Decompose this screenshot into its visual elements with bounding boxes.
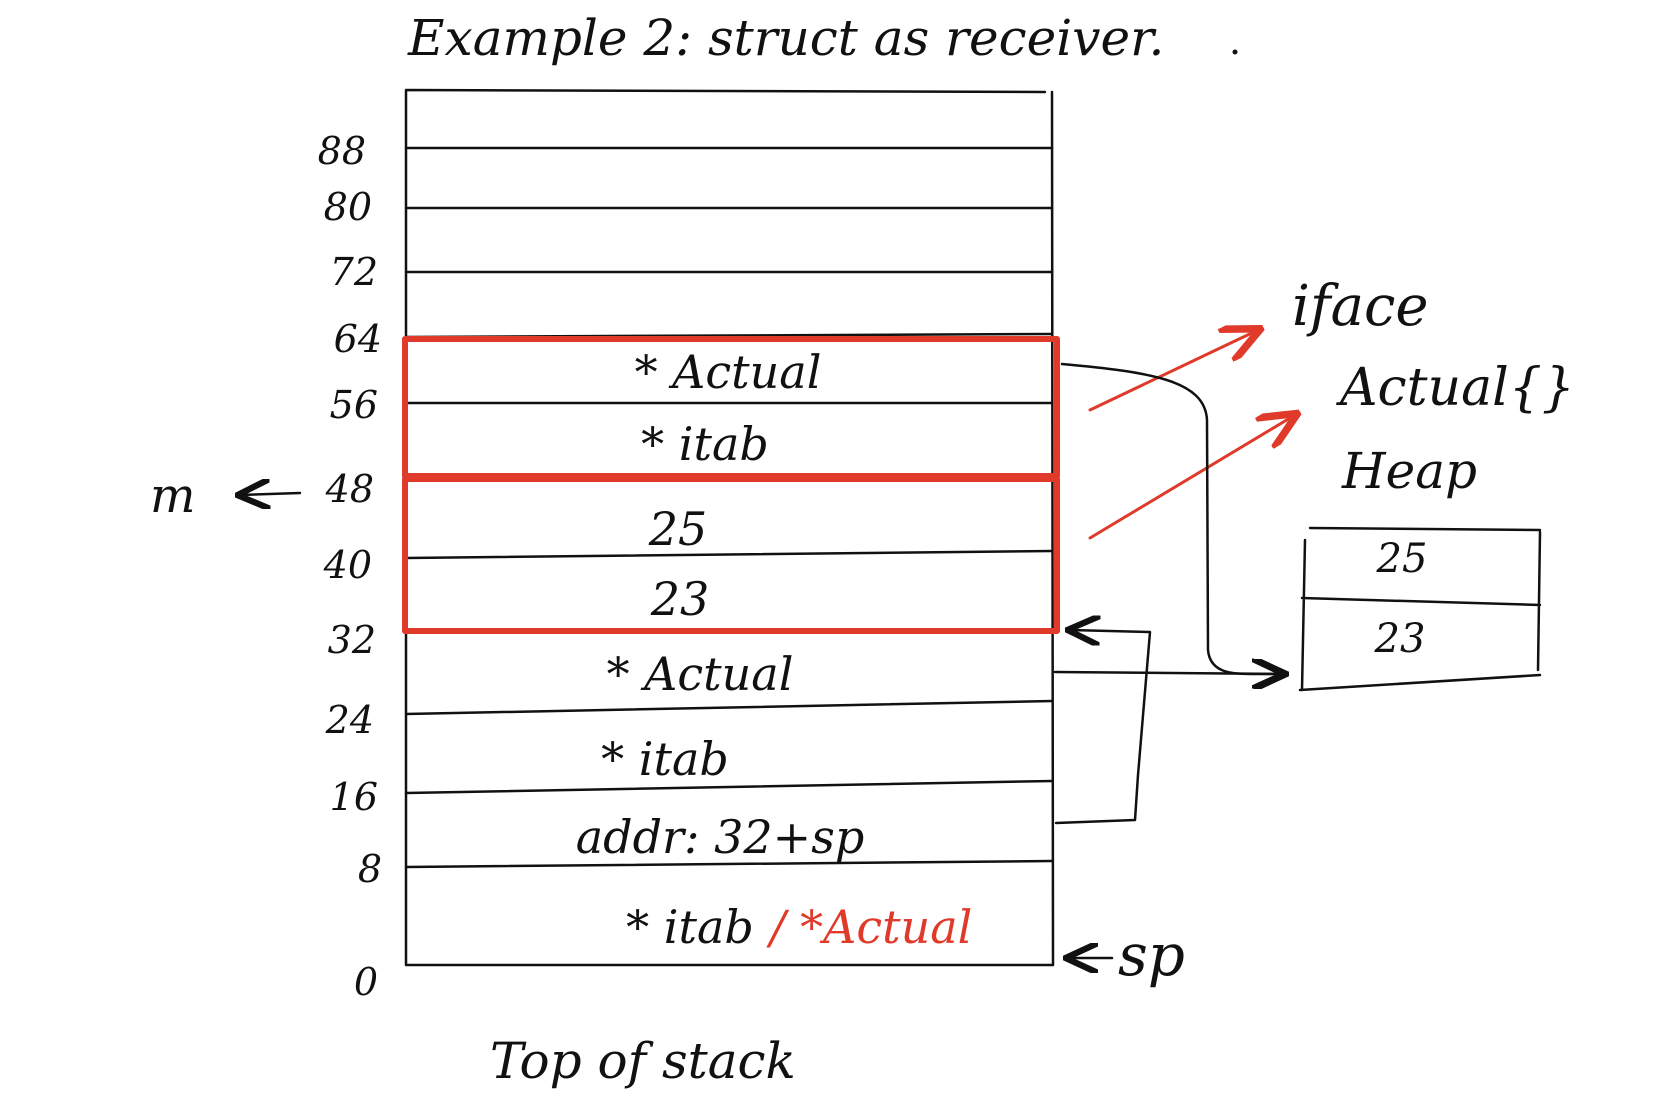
- cell-itab-ptr-iface: * itab: [641, 417, 769, 471]
- cell-addr: addr: 32+sp: [576, 810, 865, 864]
- m-arrow: [240, 493, 302, 495]
- actual-type-label: Actual{}: [1336, 358, 1575, 418]
- heap-cell-25: 25: [1376, 536, 1428, 582]
- offset-48: 48: [325, 467, 374, 511]
- offset-24: 24: [325, 698, 374, 742]
- title-dot: [1232, 49, 1238, 55]
- stack-row-separators: [404, 146, 1054, 869]
- offset-0: 0: [354, 960, 378, 1004]
- offset-56: 56: [330, 383, 378, 427]
- heap-label: Heap: [1341, 442, 1477, 500]
- offset-labels: 88 80 72 64 56 48 40 32 24 16 8 0: [318, 129, 382, 1004]
- stack-cells: * Actual * itab 25 23 * Actual * itab ad…: [576, 345, 865, 954]
- heap-cells: 25 23: [1374, 536, 1428, 662]
- red-arrow-to-actual: [1088, 415, 1295, 540]
- sp-label: sp: [1118, 921, 1185, 989]
- cell-actual-ptr: * Actual: [607, 647, 794, 701]
- offset-72: 72: [330, 250, 378, 294]
- offset-32: 32: [328, 618, 376, 662]
- offset-80: 80: [324, 185, 372, 229]
- cell-itab-bottom: * itab: [626, 900, 754, 954]
- pointer-addr-to-32: [1054, 630, 1152, 825]
- cell-itab-ptr: * itab: [601, 732, 729, 786]
- highlight-box-struct: [402, 476, 1060, 634]
- cell-25: 25: [648, 502, 708, 556]
- red-arrow-to-iface: [1088, 330, 1258, 412]
- pointer-iface-to-heap: [1060, 362, 1284, 674]
- iface-label: iface: [1292, 274, 1429, 339]
- offset-16: 16: [330, 775, 378, 819]
- heap-box: [1298, 526, 1542, 692]
- offset-88: 88: [318, 129, 366, 173]
- stack-caption: Top of stack: [490, 1032, 796, 1090]
- offset-64: 64: [334, 317, 382, 361]
- cell-actual-ptr-iface: * Actual: [635, 345, 822, 399]
- diagram-title: Example 2: struct as receiver.: [407, 9, 1164, 67]
- cell-23: 23: [650, 572, 710, 626]
- cell-actual-bottom-red: / *Actual: [766, 900, 972, 954]
- heap-cell-23: 23: [1374, 616, 1426, 662]
- m-label: m: [150, 468, 196, 524]
- offset-40: 40: [323, 543, 372, 587]
- offset-8: 8: [358, 847, 382, 891]
- pointer-actual-to-heap: [1053, 672, 1282, 674]
